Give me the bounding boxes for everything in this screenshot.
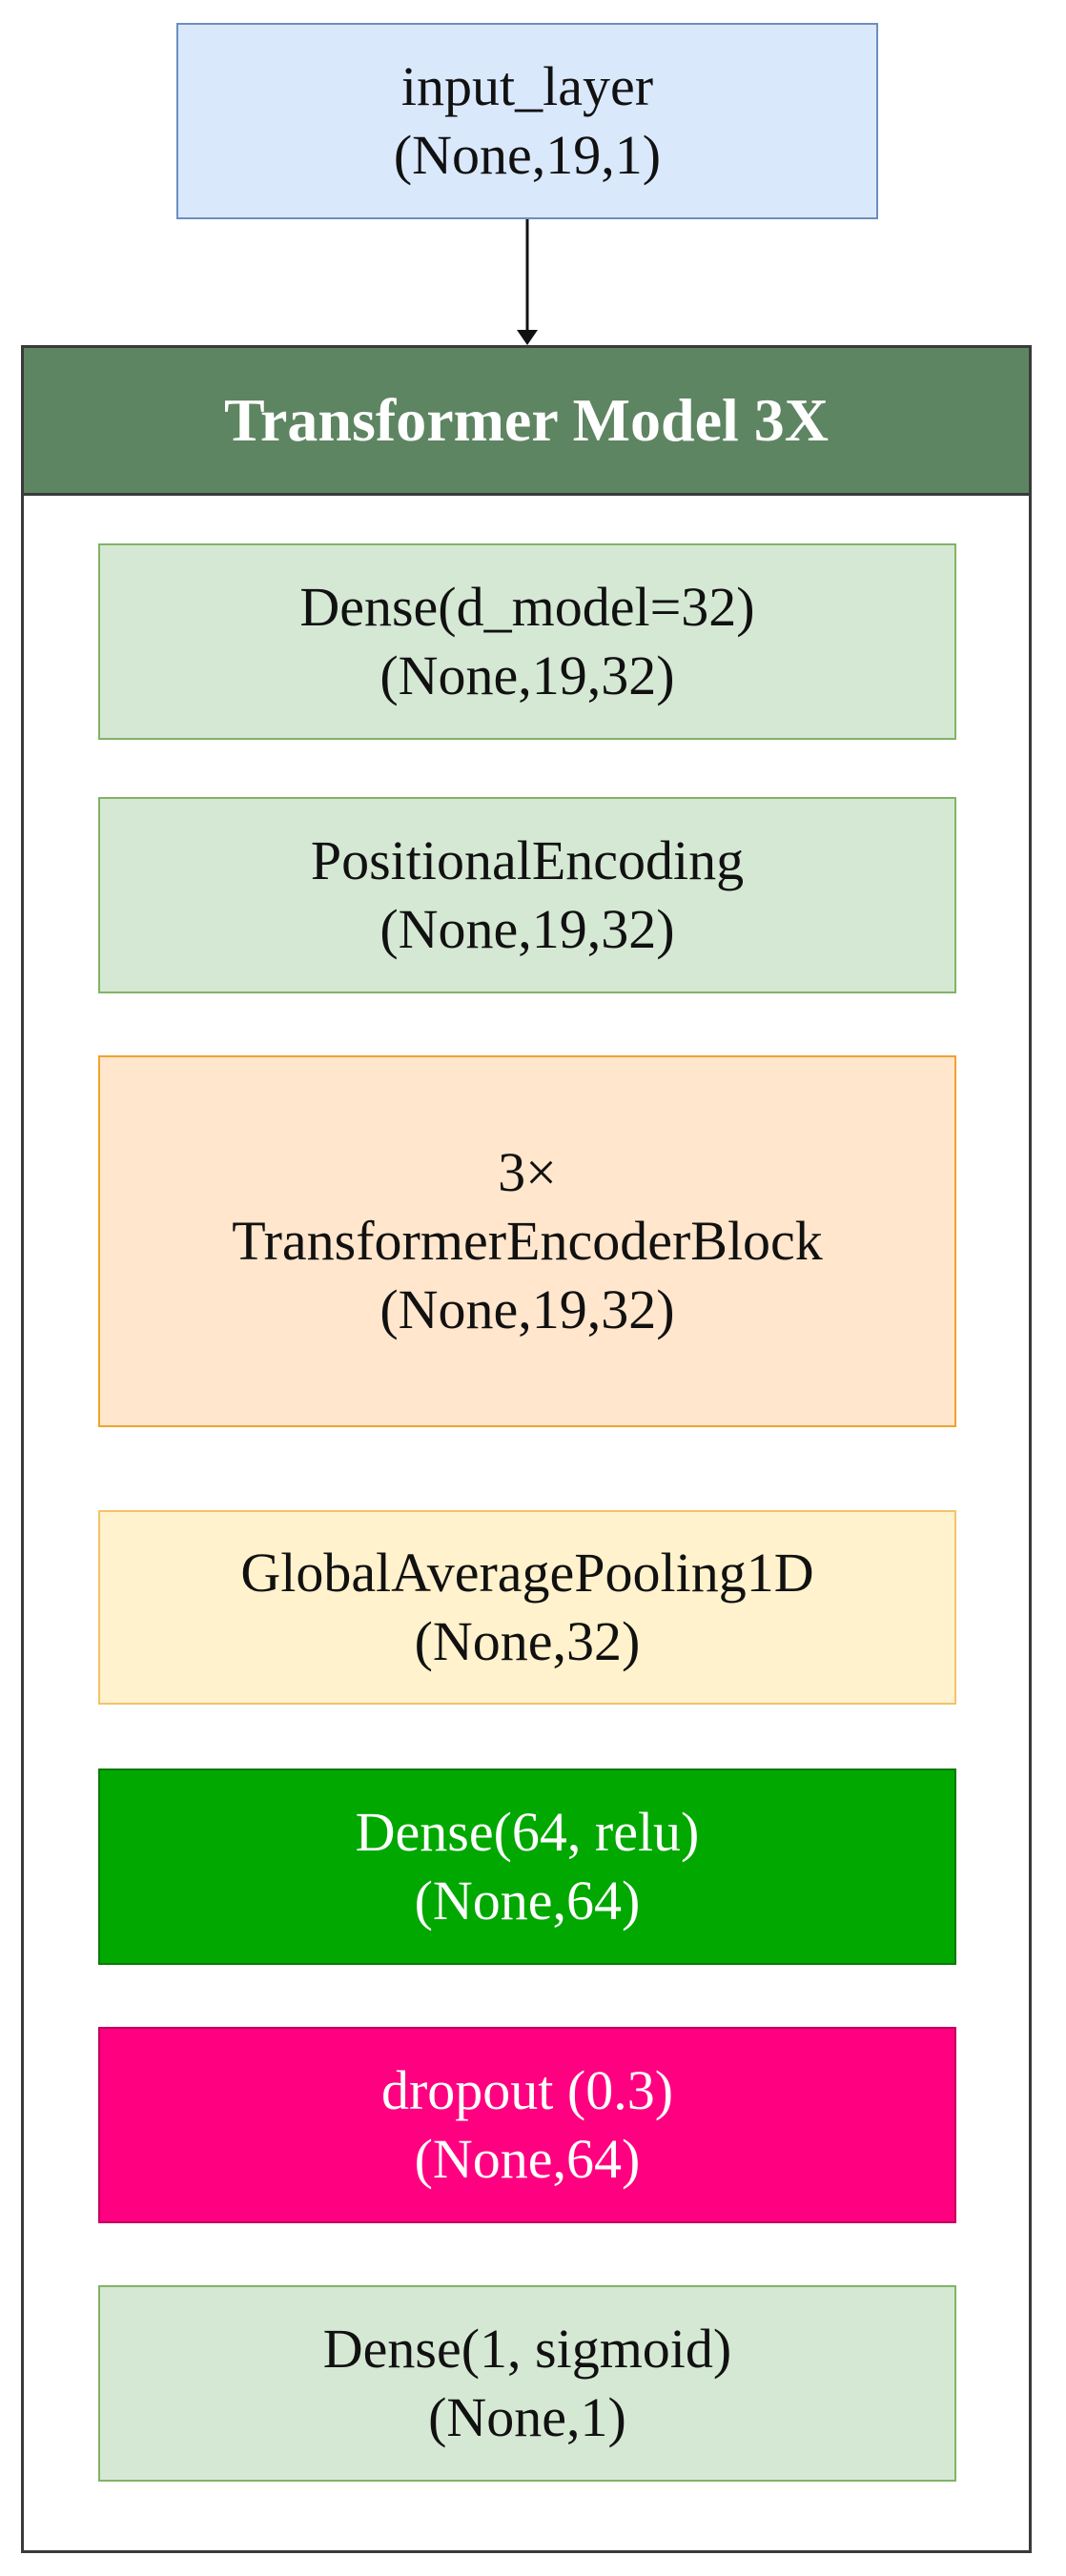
layer-name: TransformerEncoderBlock	[232, 1210, 823, 1272]
dense-sigmoid-node: Dense(1, sigmoid) (None,1)	[98, 2285, 956, 2482]
layer-name: Dense(1, sigmoid)	[322, 2318, 732, 2380]
layer-name: GlobalAveragePooling1D	[240, 1542, 814, 1604]
layer-shape: (None,19,32)	[379, 644, 675, 706]
container-header: Transformer Model 3X	[24, 348, 1029, 496]
layer-name: PositionalEncoding	[310, 829, 745, 891]
dense-relu-node: Dense(64, relu) (None,64)	[98, 1768, 956, 1965]
layer-shape: (None,64)	[414, 1870, 641, 1932]
positional-encoding-node: PositionalEncoding (None,19,32)	[98, 797, 956, 993]
input-layer-name: input_layer	[400, 55, 654, 117]
input-layer-node: input_layer (None,19,1)	[176, 23, 878, 219]
layer-shape: (None,19,32)	[379, 1278, 675, 1340]
layer-shape: (None,64)	[414, 2128, 641, 2190]
layer-repeat-count: 3×	[498, 1141, 557, 1203]
container-title: Transformer Model 3X	[224, 386, 829, 454]
layer-shape: (None,32)	[414, 1610, 641, 1672]
layer-name: Dense(64, relu)	[355, 1801, 700, 1863]
input-layer-shape: (None,19,1)	[393, 124, 662, 186]
layer-shape: (None,1)	[428, 2386, 626, 2448]
layer-name: Dense(d_model=32)	[299, 576, 755, 638]
global-average-pooling-node: GlobalAveragePooling1D (None,32)	[98, 1510, 956, 1705]
dense-dmodel-node: Dense(d_model=32) (None,19,32)	[98, 543, 956, 740]
layer-shape: (None,19,32)	[379, 898, 675, 960]
layer-name: dropout (0.3)	[380, 2059, 674, 2121]
input-to-container-arrow-head	[517, 330, 538, 345]
dropout-node: dropout (0.3) (None,64)	[98, 2027, 956, 2223]
transformer-encoder-block-node: 3× TransformerEncoderBlock (None,19,32)	[98, 1055, 956, 1427]
